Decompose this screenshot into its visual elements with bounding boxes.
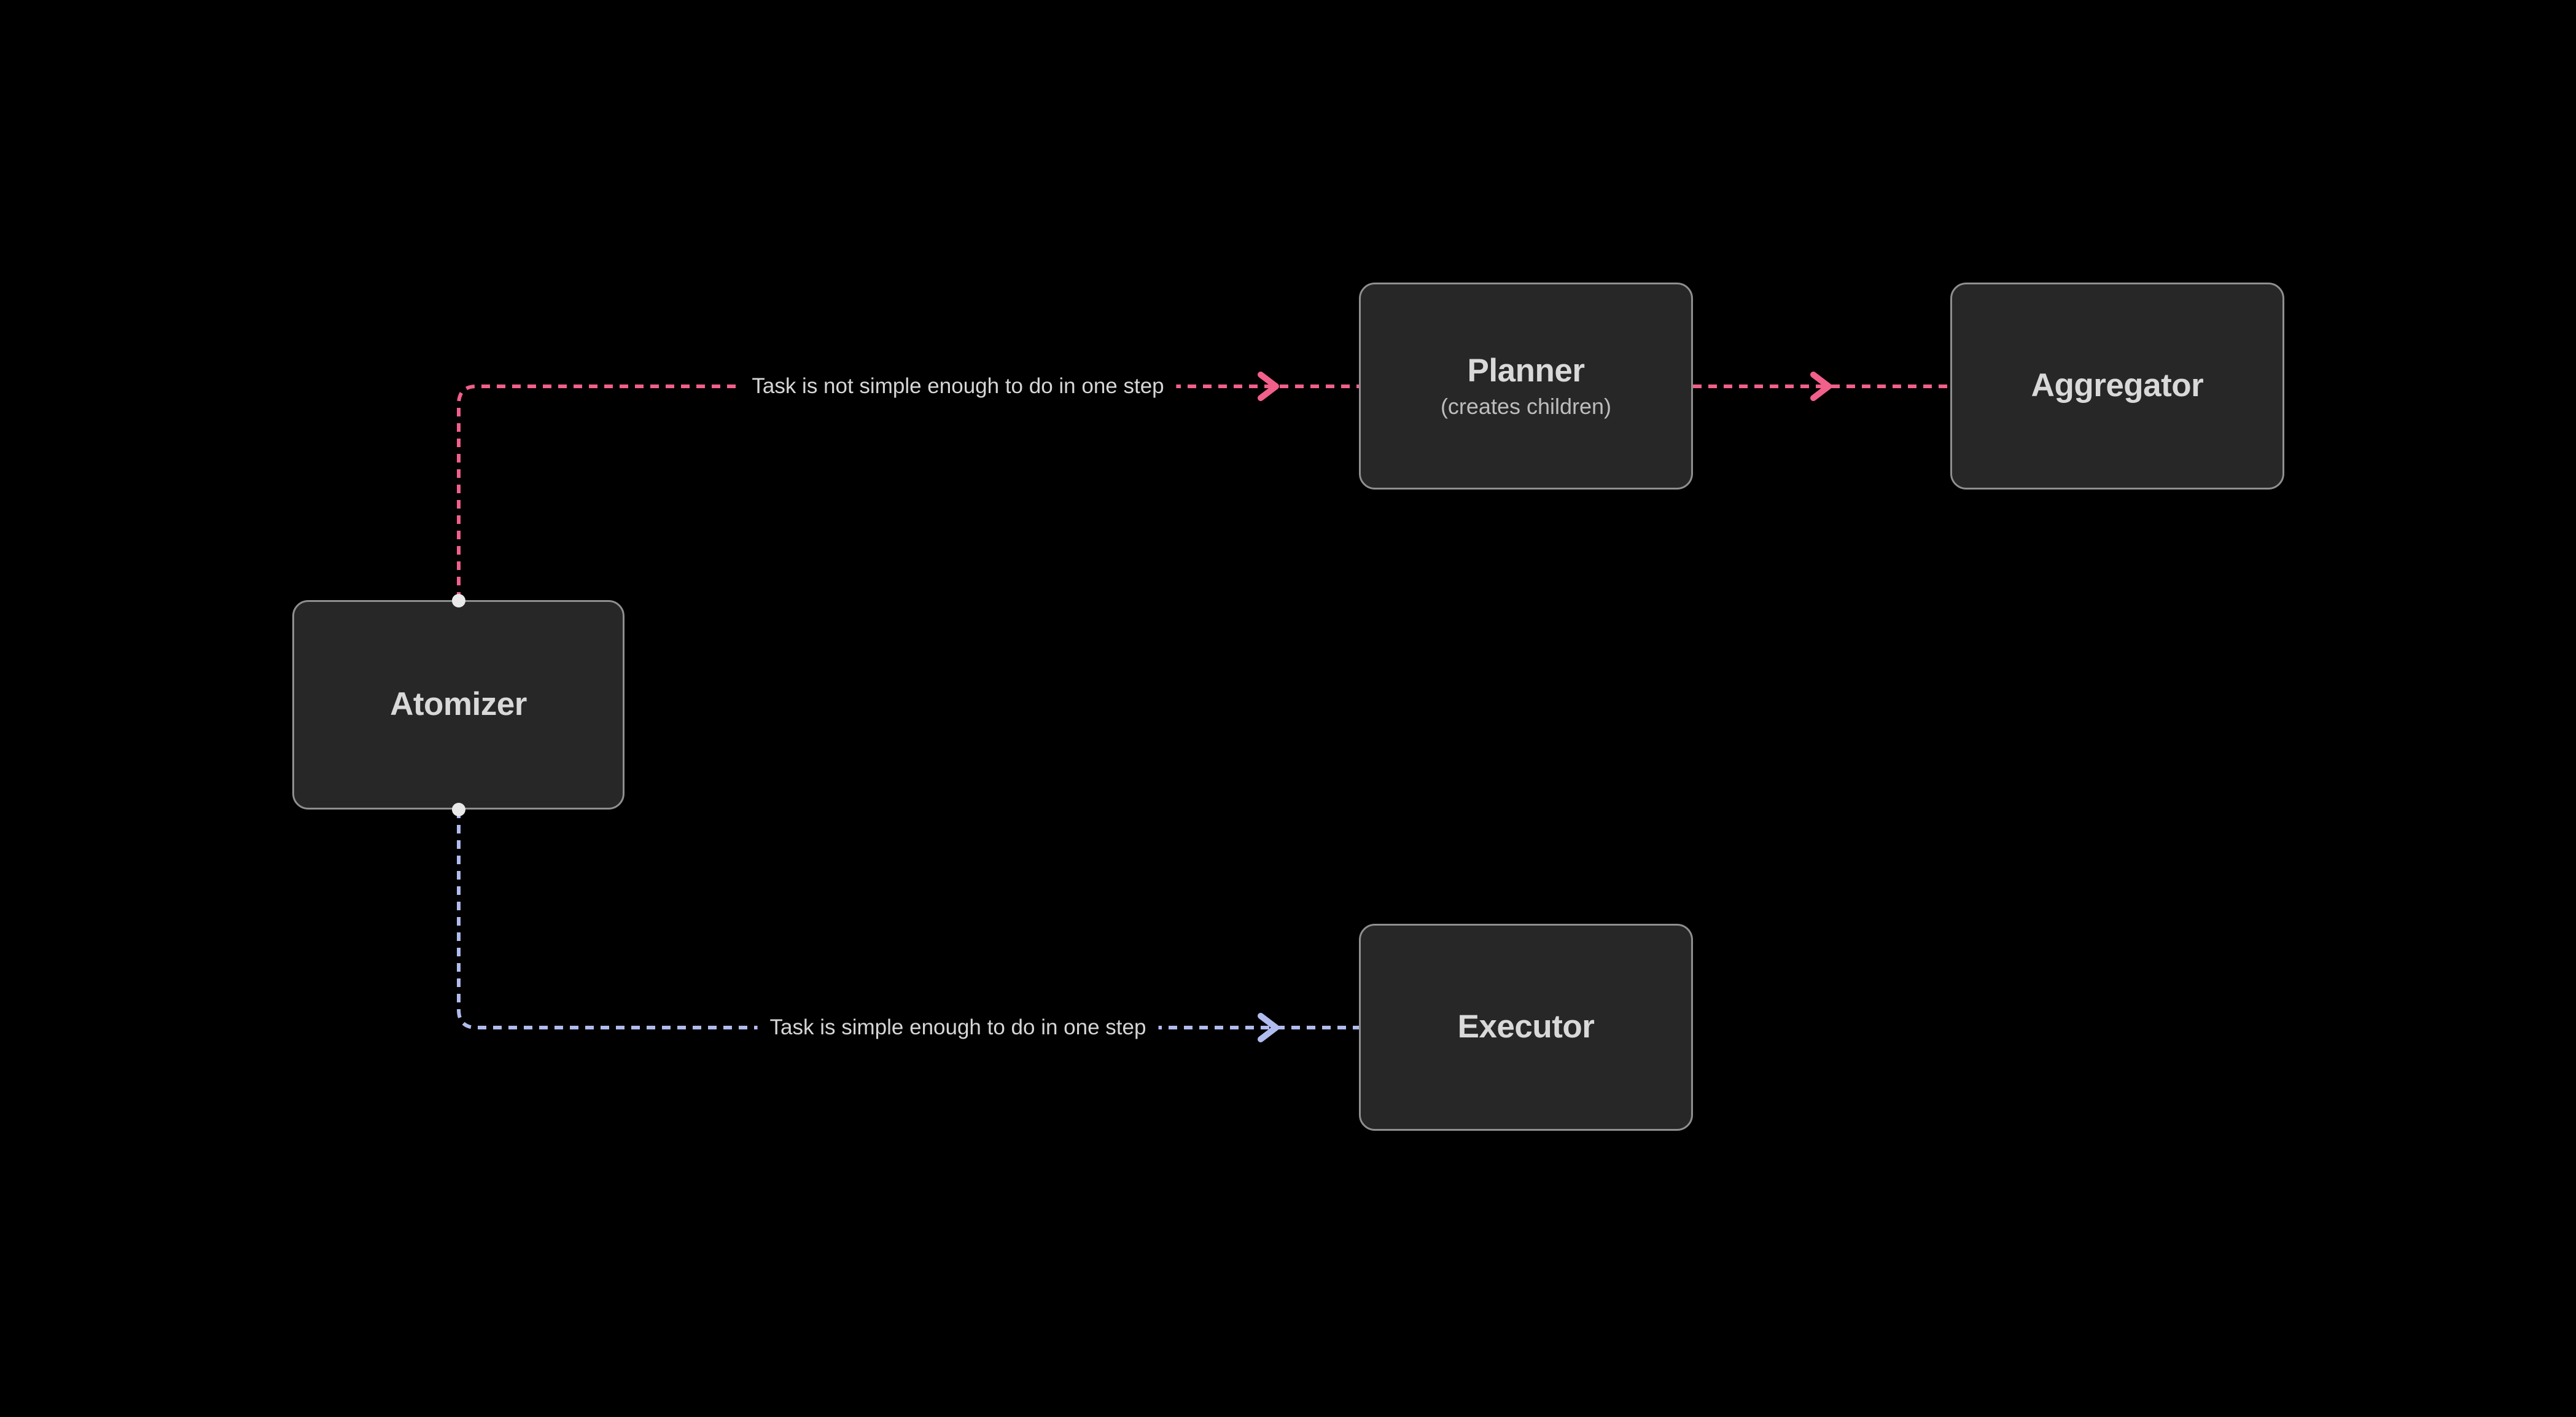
node-aggregator[interactable]: Aggregator <box>1950 283 2284 490</box>
edge-label-simple: Task is simple enough to do in one step <box>757 1012 1159 1044</box>
edge-atomizer-to-planner <box>457 385 1359 601</box>
arrowhead-icon <box>1258 372 1279 401</box>
arrowhead-icon <box>1258 1013 1279 1042</box>
edge-atomizer-to-executor <box>457 810 1359 1029</box>
arrowhead-icon <box>1810 372 1832 401</box>
node-planner-title: Planner <box>1467 353 1585 389</box>
connection-handle-atomizer-top[interactable] <box>452 594 465 607</box>
edge-label-not-simple: Task is not simple enough to do in one s… <box>739 370 1177 402</box>
connection-handle-atomizer-bottom[interactable] <box>452 803 465 816</box>
node-executor[interactable]: Executor <box>1359 924 1693 1131</box>
node-executor-title: Executor <box>1457 1009 1595 1045</box>
node-planner[interactable]: Planner (creates children) <box>1359 283 1693 490</box>
node-planner-subtitle: (creates children) <box>1440 393 1612 419</box>
node-atomizer-title: Atomizer <box>390 686 527 723</box>
node-atomizer[interactable]: Atomizer <box>292 600 625 810</box>
node-aggregator-title: Aggregator <box>2031 367 2204 404</box>
